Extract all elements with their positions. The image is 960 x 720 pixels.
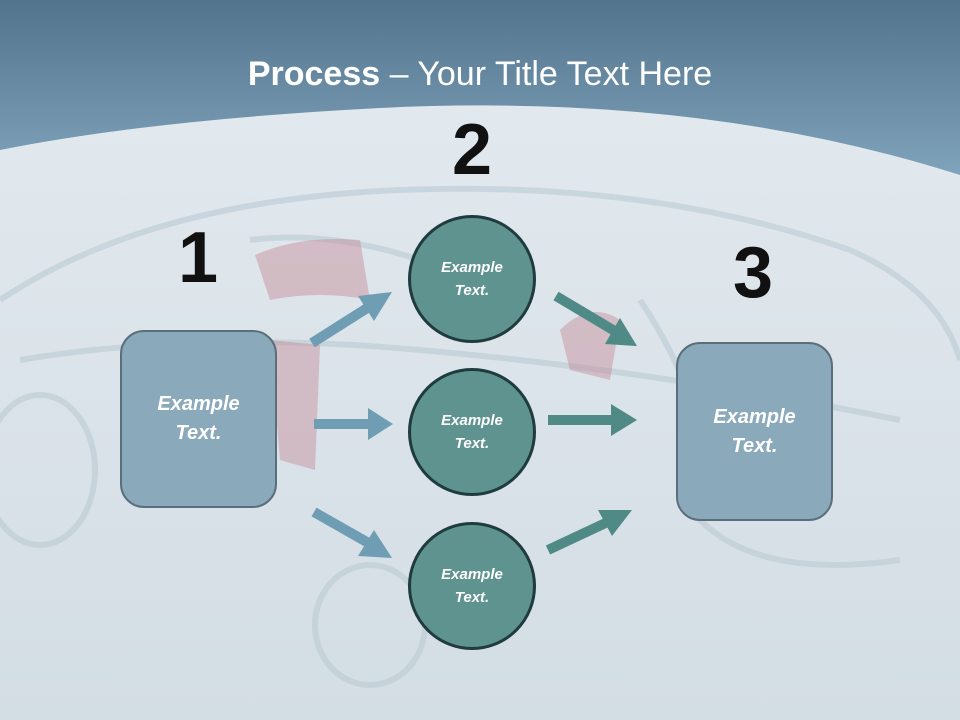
arrow-circle-top-to-3 (553, 291, 637, 346)
circle-top[interactable]: Example Text. (408, 215, 536, 343)
step-number-3: 3 (732, 233, 774, 313)
circle-bottom[interactable]: Example Text. (408, 522, 536, 650)
arrow-circle-bottom-to-3 (545, 510, 632, 555)
circle-middle-text: Example Text. (441, 412, 503, 452)
step-3-text: Example Text. (713, 405, 796, 457)
step-number-2: 2 (451, 110, 493, 190)
arrow-1-to-circle-top (309, 292, 392, 348)
title-bold: Process (247, 55, 381, 93)
step-3-box[interactable]: Example Text. (676, 342, 833, 521)
circle-top-text: Example Text. (441, 259, 503, 299)
arrow-circle-middle-to-3 (548, 404, 637, 436)
title-rest: – Your Title Text Here (380, 55, 713, 93)
step-number-1: 1 (177, 218, 219, 298)
arrow-1-to-circle-middle (314, 408, 393, 440)
step-1-text: Example Text. (157, 393, 240, 444)
circle-bottom-text: Example Text. (441, 566, 503, 606)
slide-title: Process – Your Title Text Here (0, 52, 960, 96)
circle-middle[interactable]: Example Text. (408, 368, 536, 496)
step-1-box[interactable]: Example Text. (120, 330, 277, 508)
arrow-1-to-circle-bottom (311, 507, 392, 558)
